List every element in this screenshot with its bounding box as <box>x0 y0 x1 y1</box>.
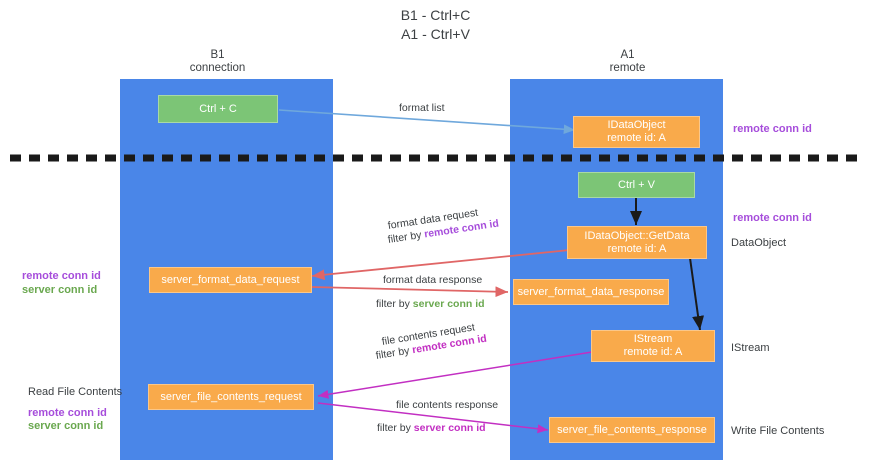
filter-prefix: filter by <box>376 298 413 310</box>
connector-file-contents-response <box>317 402 549 434</box>
connector-format-list <box>278 109 576 135</box>
node-ctrl-c-label: Ctrl + C <box>199 102 237 115</box>
right-label-write-file-contents: Write File Contents <box>731 425 825 437</box>
node-idataobject[interactable]: IDataObject remote id: A <box>573 116 700 148</box>
node-ctrl-v[interactable]: Ctrl + V <box>578 172 695 198</box>
node-server-format-data-request[interactable]: server_format_data_request <box>149 267 312 293</box>
node-server-format-data-response-label: server_format_data_response <box>517 285 665 298</box>
node-ctrl-v-label: Ctrl + V <box>618 178 655 191</box>
node-getdata-sublabel: remote id: A <box>607 242 667 255</box>
edge-label-file-contents-response: file contents response <box>396 399 499 411</box>
node-getdata-label: IDataObject::GetData <box>584 229 690 242</box>
left-label-remote-conn-id-bottom: remote conn id <box>28 407 107 419</box>
right-label-dataobject: DataObject <box>731 237 787 249</box>
connector-file-contents-request <box>317 351 593 399</box>
node-server-file-contents-request[interactable]: server_file_contents_request <box>148 384 314 410</box>
node-istream[interactable]: IStream remote id: A <box>591 330 715 362</box>
node-idataobject-sublabel: remote id: A <box>607 132 666 144</box>
connector-getdata-istream <box>689 257 705 331</box>
node-getdata[interactable]: IDataObject::GetData remote id: A <box>567 226 707 259</box>
lane-title-a1: A1 remote <box>609 49 646 74</box>
left-label-read-file-contents: Read File Contents <box>28 386 123 398</box>
edge-label-format-data-response-filter: filter by server conn id <box>376 298 485 311</box>
left-label-remote-conn-id-mid: remote conn id <box>22 270 101 282</box>
node-istream-sublabel: remote id: A <box>623 346 683 358</box>
node-server-file-contents-response-label: server_file_contents_response <box>557 423 707 436</box>
page-title: B1 - Ctrl+C A1 - Ctrl+V <box>400 7 471 42</box>
node-ctrl-c[interactable]: Ctrl + C <box>158 95 278 123</box>
right-label-remote-conn-id-top: remote conn id <box>733 123 812 135</box>
right-label-istream: IStream <box>731 342 770 354</box>
filter-prefix: filter by <box>377 422 414 434</box>
node-server-format-data-response[interactable]: server_format_data_response <box>513 279 669 305</box>
edge-label-format-data-response: format data response <box>383 274 483 286</box>
edge-label-format-list: format list <box>399 102 445 114</box>
lane-title-b1: B1 connection <box>189 49 246 74</box>
filter-value-server-conn-id: server conn id <box>413 422 486 434</box>
right-label-remote-conn-id-mid: remote conn id <box>733 212 812 224</box>
filter-value-server-conn-id: server conn id <box>412 298 485 310</box>
left-label-server-conn-id-mid: server conn id <box>22 284 98 296</box>
edge-label-file-contents-response-filter: filter by server conn id <box>377 422 486 435</box>
node-idataobject-label: IDataObject <box>607 119 666 131</box>
node-istream-label: IStream <box>633 333 673 345</box>
connector-format-data-request <box>311 249 571 281</box>
node-server-file-contents-response[interactable]: server_file_contents_response <box>549 417 715 443</box>
node-server-format-data-request-label: server_format_data_request <box>161 273 300 286</box>
connector-format-data-response <box>311 286 509 298</box>
left-label-server-conn-id-bottom: server conn id <box>28 420 104 432</box>
node-server-file-contents-request-label: server_file_contents_request <box>160 390 302 403</box>
